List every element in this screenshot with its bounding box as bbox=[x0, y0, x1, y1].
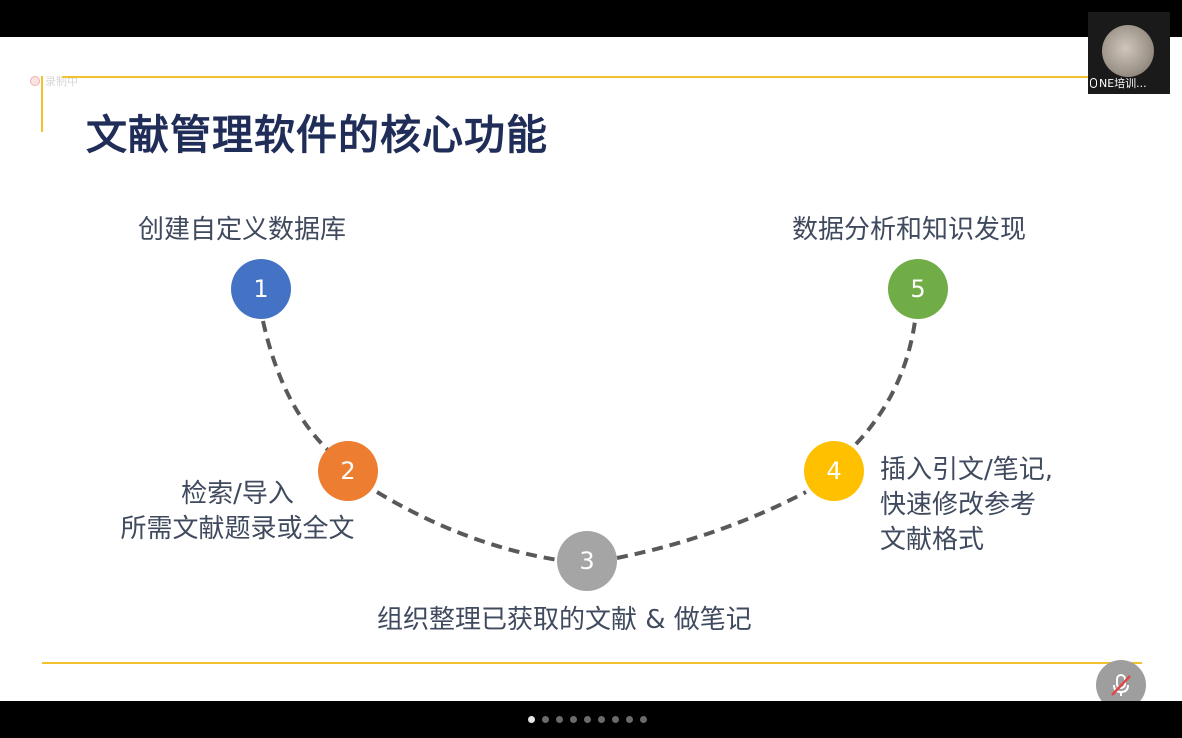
left-accent-line bbox=[41, 76, 43, 132]
step-node-3: 3 bbox=[557, 531, 617, 591]
participant-name: NE培训... bbox=[1099, 77, 1147, 90]
arc-segment-1-2 bbox=[261, 320, 332, 454]
step-number-1: 1 bbox=[253, 275, 269, 303]
microphone-muted-icon bbox=[1111, 674, 1131, 696]
step-number-2: 2 bbox=[340, 457, 356, 485]
slide-pagination[interactable] bbox=[528, 716, 647, 723]
participant-video-tile[interactable]: NE培训... bbox=[1088, 12, 1170, 94]
page-dot[interactable] bbox=[556, 716, 563, 723]
record-dot-icon bbox=[30, 76, 40, 86]
step-label-2: 检索/导入 所需文献题录或全文 bbox=[120, 479, 355, 544]
bottom-bar bbox=[0, 701, 1182, 738]
slide-title: 文献管理软件的核心功能 bbox=[86, 111, 548, 159]
step-node-2: 2 bbox=[318, 441, 378, 501]
arc-segment-4-5 bbox=[854, 320, 917, 446]
step-node-4: 4 bbox=[804, 441, 864, 501]
page-dot[interactable] bbox=[626, 716, 633, 723]
page-dot[interactable] bbox=[542, 716, 549, 723]
page-dot[interactable] bbox=[598, 716, 605, 723]
microphone-icon bbox=[1090, 78, 1097, 88]
bottom-accent-line bbox=[42, 662, 1142, 664]
step-label-3: 组织整理已获取的文献 & 做笔记 bbox=[377, 605, 752, 635]
page-dot[interactable] bbox=[584, 716, 591, 723]
participant-avatar bbox=[1102, 25, 1154, 77]
step-node-1: 1 bbox=[231, 259, 291, 319]
page-dot[interactable] bbox=[570, 716, 577, 723]
step-node-5: 5 bbox=[888, 259, 948, 319]
step-number-3: 3 bbox=[579, 547, 595, 575]
arc-segment-3-4 bbox=[616, 490, 807, 560]
page-dot[interactable] bbox=[612, 716, 619, 723]
step-label-5: 数据分析和知识发现 bbox=[792, 215, 1027, 245]
connector-arc bbox=[261, 320, 917, 562]
step-label-4: 插入引文/笔记, 快速修改参考 文献格式 bbox=[880, 455, 1054, 555]
participant-name-bar: NE培训... bbox=[1090, 75, 1168, 91]
page-dot[interactable] bbox=[528, 716, 535, 723]
presentation-slide: 录制中 文献管理软件的核心功能 1 2 3 4 5 创建自定义数据库 检索/导入… bbox=[0, 37, 1182, 701]
arc-segment-2-3 bbox=[375, 490, 559, 562]
step-number-5: 5 bbox=[910, 275, 926, 303]
recording-indicator: 录制中 bbox=[30, 73, 78, 89]
page-dot[interactable] bbox=[640, 716, 647, 723]
recording-label: 录制中 bbox=[45, 75, 78, 88]
top-accent-line bbox=[62, 76, 1112, 78]
step-label-1: 创建自定义数据库 bbox=[138, 215, 347, 245]
step-number-4: 4 bbox=[826, 457, 842, 485]
